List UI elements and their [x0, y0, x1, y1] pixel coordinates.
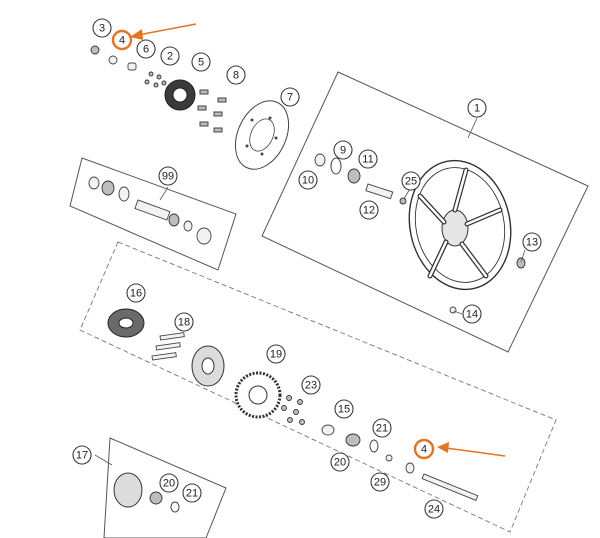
callout-c10: 10 [298, 170, 318, 190]
hub-kit-parts [113, 472, 180, 513]
annotation-arrow-top [130, 23, 197, 40]
callout-c25: 25 [401, 171, 421, 191]
spacer-kit-parts [88, 176, 212, 245]
callout-c5: 5 [191, 52, 211, 72]
callout-c23: 23 [301, 375, 321, 395]
callout-label: 9 [340, 145, 346, 157]
callout-c29: 29 [370, 472, 390, 492]
callout-c20b: 20 [159, 473, 179, 493]
cush-drive-rubber [107, 308, 145, 338]
annotation-arrow-bottom [437, 442, 506, 457]
callout-c15: 15 [334, 399, 354, 419]
callout-label: 20 [334, 457, 346, 469]
callout-label: 1 [474, 103, 480, 115]
callout-c13: 13 [522, 232, 542, 252]
callout-label: 5 [198, 57, 204, 69]
sprocket-carrier [164, 79, 196, 111]
callout-label: 17 [76, 450, 88, 462]
callout-label: 19 [270, 349, 282, 361]
callout-c99: 99 [158, 166, 178, 186]
callout-label: 29 [374, 477, 386, 489]
callout-c16: 16 [126, 283, 146, 303]
callout-label: 21 [186, 488, 198, 500]
brake-disc [234, 100, 290, 170]
callout-c11: 11 [358, 149, 378, 169]
hub-kit-frame [103, 437, 227, 538]
callout-label: 10 [302, 175, 314, 187]
callout-c7: 7 [280, 87, 300, 107]
callout-c2: 2 [160, 46, 180, 66]
callout-c3: 3 [92, 18, 112, 38]
callout-label: 16 [130, 288, 142, 300]
callout-c12: 12 [359, 200, 379, 220]
callout-label: 6 [143, 44, 149, 56]
callout-label: 7 [287, 92, 293, 104]
callout-label: 2 [167, 51, 173, 63]
callout-label: 18 [178, 317, 190, 329]
callout-label: 4 [119, 35, 125, 47]
callout-label: 23 [305, 380, 317, 392]
sprocket-nuts [281, 395, 305, 425]
callout-c14: 14 [462, 304, 482, 324]
cush-drive-dashed-frame [79, 241, 557, 533]
callout-label: 3 [99, 23, 105, 35]
callout-c21b: 21 [182, 483, 202, 503]
rear-sprocket [234, 371, 282, 419]
callout-label: 11 [362, 154, 373, 166]
hub-studs [151, 332, 185, 361]
callout-label: 24 [428, 504, 440, 516]
callout-c8: 8 [226, 65, 246, 85]
callout-label: 4 [421, 444, 427, 456]
wheel-small-parts [314, 153, 526, 314]
callout-c6: 6 [136, 39, 156, 59]
callout-c24: 24 [424, 499, 444, 519]
callout-c21a: 21 [372, 418, 392, 438]
callout-c19: 19 [266, 344, 286, 364]
callout-c1: 1 [467, 98, 487, 118]
sprocket-hub [191, 345, 225, 387]
spacer-kit-frame [69, 157, 237, 271]
wheel-assembly-frame [261, 71, 589, 353]
callout-label: 21 [376, 423, 388, 435]
callout-label: 15 [338, 404, 350, 416]
callout-c9: 9 [333, 140, 353, 160]
callout-label: 8 [233, 70, 239, 82]
callout-label: 99 [162, 171, 174, 183]
callout-label: 25 [405, 176, 417, 188]
callout-c17: 17 [72, 445, 92, 465]
bolt-set [197, 89, 227, 133]
rear-wheel-rim [408, 159, 512, 291]
callout-c4a: 4 [111, 29, 133, 51]
callout-label: 20 [163, 478, 175, 490]
callout-c18: 18 [174, 312, 194, 332]
callout-label: 14 [466, 309, 478, 321]
top-small-parts [90, 45, 167, 88]
callout-label: 13 [526, 237, 538, 249]
callout-c4b: 4 [413, 438, 435, 460]
callout-label: 12 [363, 205, 375, 217]
axle-parts [321, 424, 479, 501]
callout-c20a: 20 [330, 452, 350, 472]
